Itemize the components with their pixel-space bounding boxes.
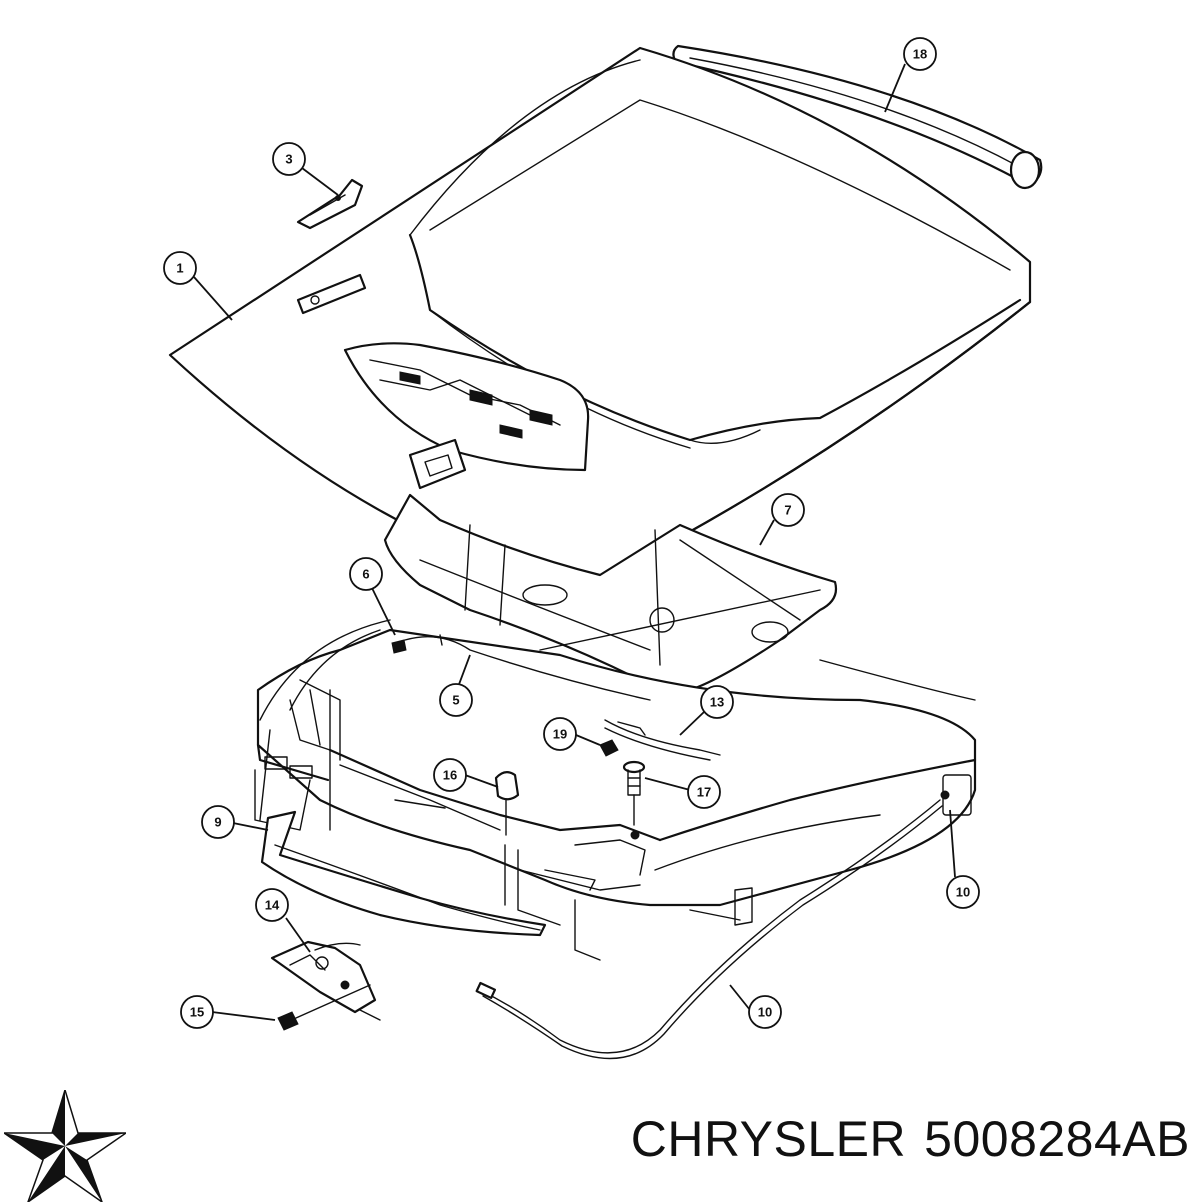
- callout-5-label: 5: [452, 693, 459, 708]
- callout-10b: 10: [748, 995, 782, 1029]
- callout-16: 16: [433, 758, 467, 792]
- latch-bolt: [277, 984, 371, 1031]
- hood-prop-rod: [391, 634, 651, 701]
- callout-3-label: 3: [285, 152, 292, 167]
- hood-bolt: [622, 760, 646, 826]
- callout-10b-label: 10: [758, 1005, 772, 1020]
- brand-name: CHRYSLER: [630, 1111, 907, 1167]
- callout-7: 7: [771, 493, 805, 527]
- callout-7-label: 7: [784, 503, 791, 518]
- callout-19: 19: [543, 717, 577, 751]
- callout-15: 15: [180, 995, 214, 1029]
- callout-10a: 10: [946, 875, 980, 909]
- callout-3: 3: [272, 142, 306, 176]
- part-caption: CHRYSLER 5008284AB: [460, 1110, 1190, 1168]
- hood-latch: [270, 940, 381, 1021]
- callout-14-label: 14: [265, 898, 280, 913]
- pentastar-icon: [4, 1090, 126, 1202]
- radiator-support: [254, 619, 977, 961]
- callout-17: 17: [687, 775, 721, 809]
- callout-9-label: 9: [214, 815, 221, 830]
- hood-hinge: [296, 178, 364, 230]
- hood-bumper: [494, 771, 520, 836]
- hood-insulator: [383, 493, 838, 692]
- callout-10a-label: 10: [956, 885, 970, 900]
- callout-6-label: 6: [362, 567, 369, 582]
- callout-13-label: 13: [710, 695, 724, 710]
- leader-lines: [193, 63, 956, 1021]
- clip-nut: [599, 739, 619, 757]
- callout-17-label: 17: [697, 785, 711, 800]
- callout-18: 18: [903, 37, 937, 71]
- callout-1-label: 1: [176, 261, 183, 276]
- radiator-seal: [260, 810, 547, 937]
- callout-6: 6: [349, 557, 383, 591]
- callout-15-label: 15: [190, 1005, 204, 1020]
- hood-panel: [168, 46, 1032, 592]
- hood-release-cable: [475, 799, 943, 1060]
- callout-18-label: 18: [913, 47, 927, 62]
- callout-16-label: 16: [443, 768, 457, 783]
- callout-19-label: 19: [553, 727, 567, 742]
- callout-13: 13: [700, 685, 734, 719]
- callout-1: 1: [163, 251, 197, 285]
- callout-5: 5: [439, 683, 473, 717]
- part-number: 5008284AB: [924, 1111, 1190, 1167]
- callout-14: 14: [255, 888, 289, 922]
- release-cable-end: [604, 719, 721, 761]
- callout-9: 9: [201, 805, 235, 839]
